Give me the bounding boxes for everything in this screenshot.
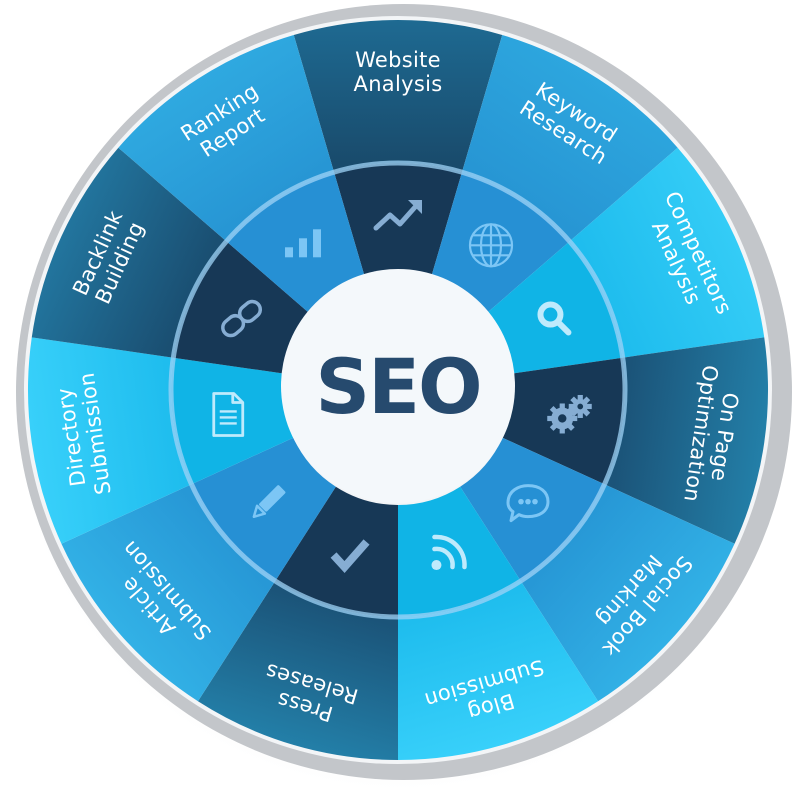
chat-bubble-icon xyxy=(506,484,550,523)
segment-outer-website-analysis xyxy=(293,19,503,173)
center-hub: SEO xyxy=(281,269,515,503)
segment-inner-social-book-marking xyxy=(460,437,605,581)
document-icon xyxy=(212,392,245,437)
rss-icon xyxy=(431,534,467,571)
segment-outer-ranking-report xyxy=(118,34,335,242)
segment-inner-press-releases xyxy=(275,486,398,617)
globe-icon xyxy=(468,223,514,268)
segment-outer-blog-submission xyxy=(398,580,599,760)
outer-segments xyxy=(27,19,768,760)
segment-icons xyxy=(212,200,592,574)
center-circle xyxy=(281,269,515,503)
center-title: SEO xyxy=(315,342,480,431)
segment-inner-directory-submission xyxy=(171,357,294,485)
segment-outer-competitors-analysis xyxy=(569,147,765,358)
segment-outer-keyword-research xyxy=(461,34,678,242)
segment-outer-article-submission xyxy=(61,484,276,702)
segment-label-line: Website xyxy=(355,48,441,72)
divider-ring xyxy=(168,160,628,620)
checkmark-icon xyxy=(330,539,370,574)
segment-outer-social-book-marking xyxy=(520,484,735,702)
segment-inner-ranking-report xyxy=(226,172,366,315)
gears-icon xyxy=(547,394,592,434)
bar-chart-icon xyxy=(285,229,322,258)
search-icon xyxy=(537,301,572,336)
link-icon xyxy=(221,299,263,338)
segment-outer-press-releases xyxy=(197,580,398,760)
segment-label-line: Analysis xyxy=(354,72,443,96)
segment-outer-directory-submission xyxy=(27,337,192,544)
pencil-icon xyxy=(252,485,286,519)
trending-up-icon xyxy=(373,200,422,231)
segment-outer-backlink-building xyxy=(31,147,227,358)
segment-outer-on-page-optimization xyxy=(604,337,768,544)
